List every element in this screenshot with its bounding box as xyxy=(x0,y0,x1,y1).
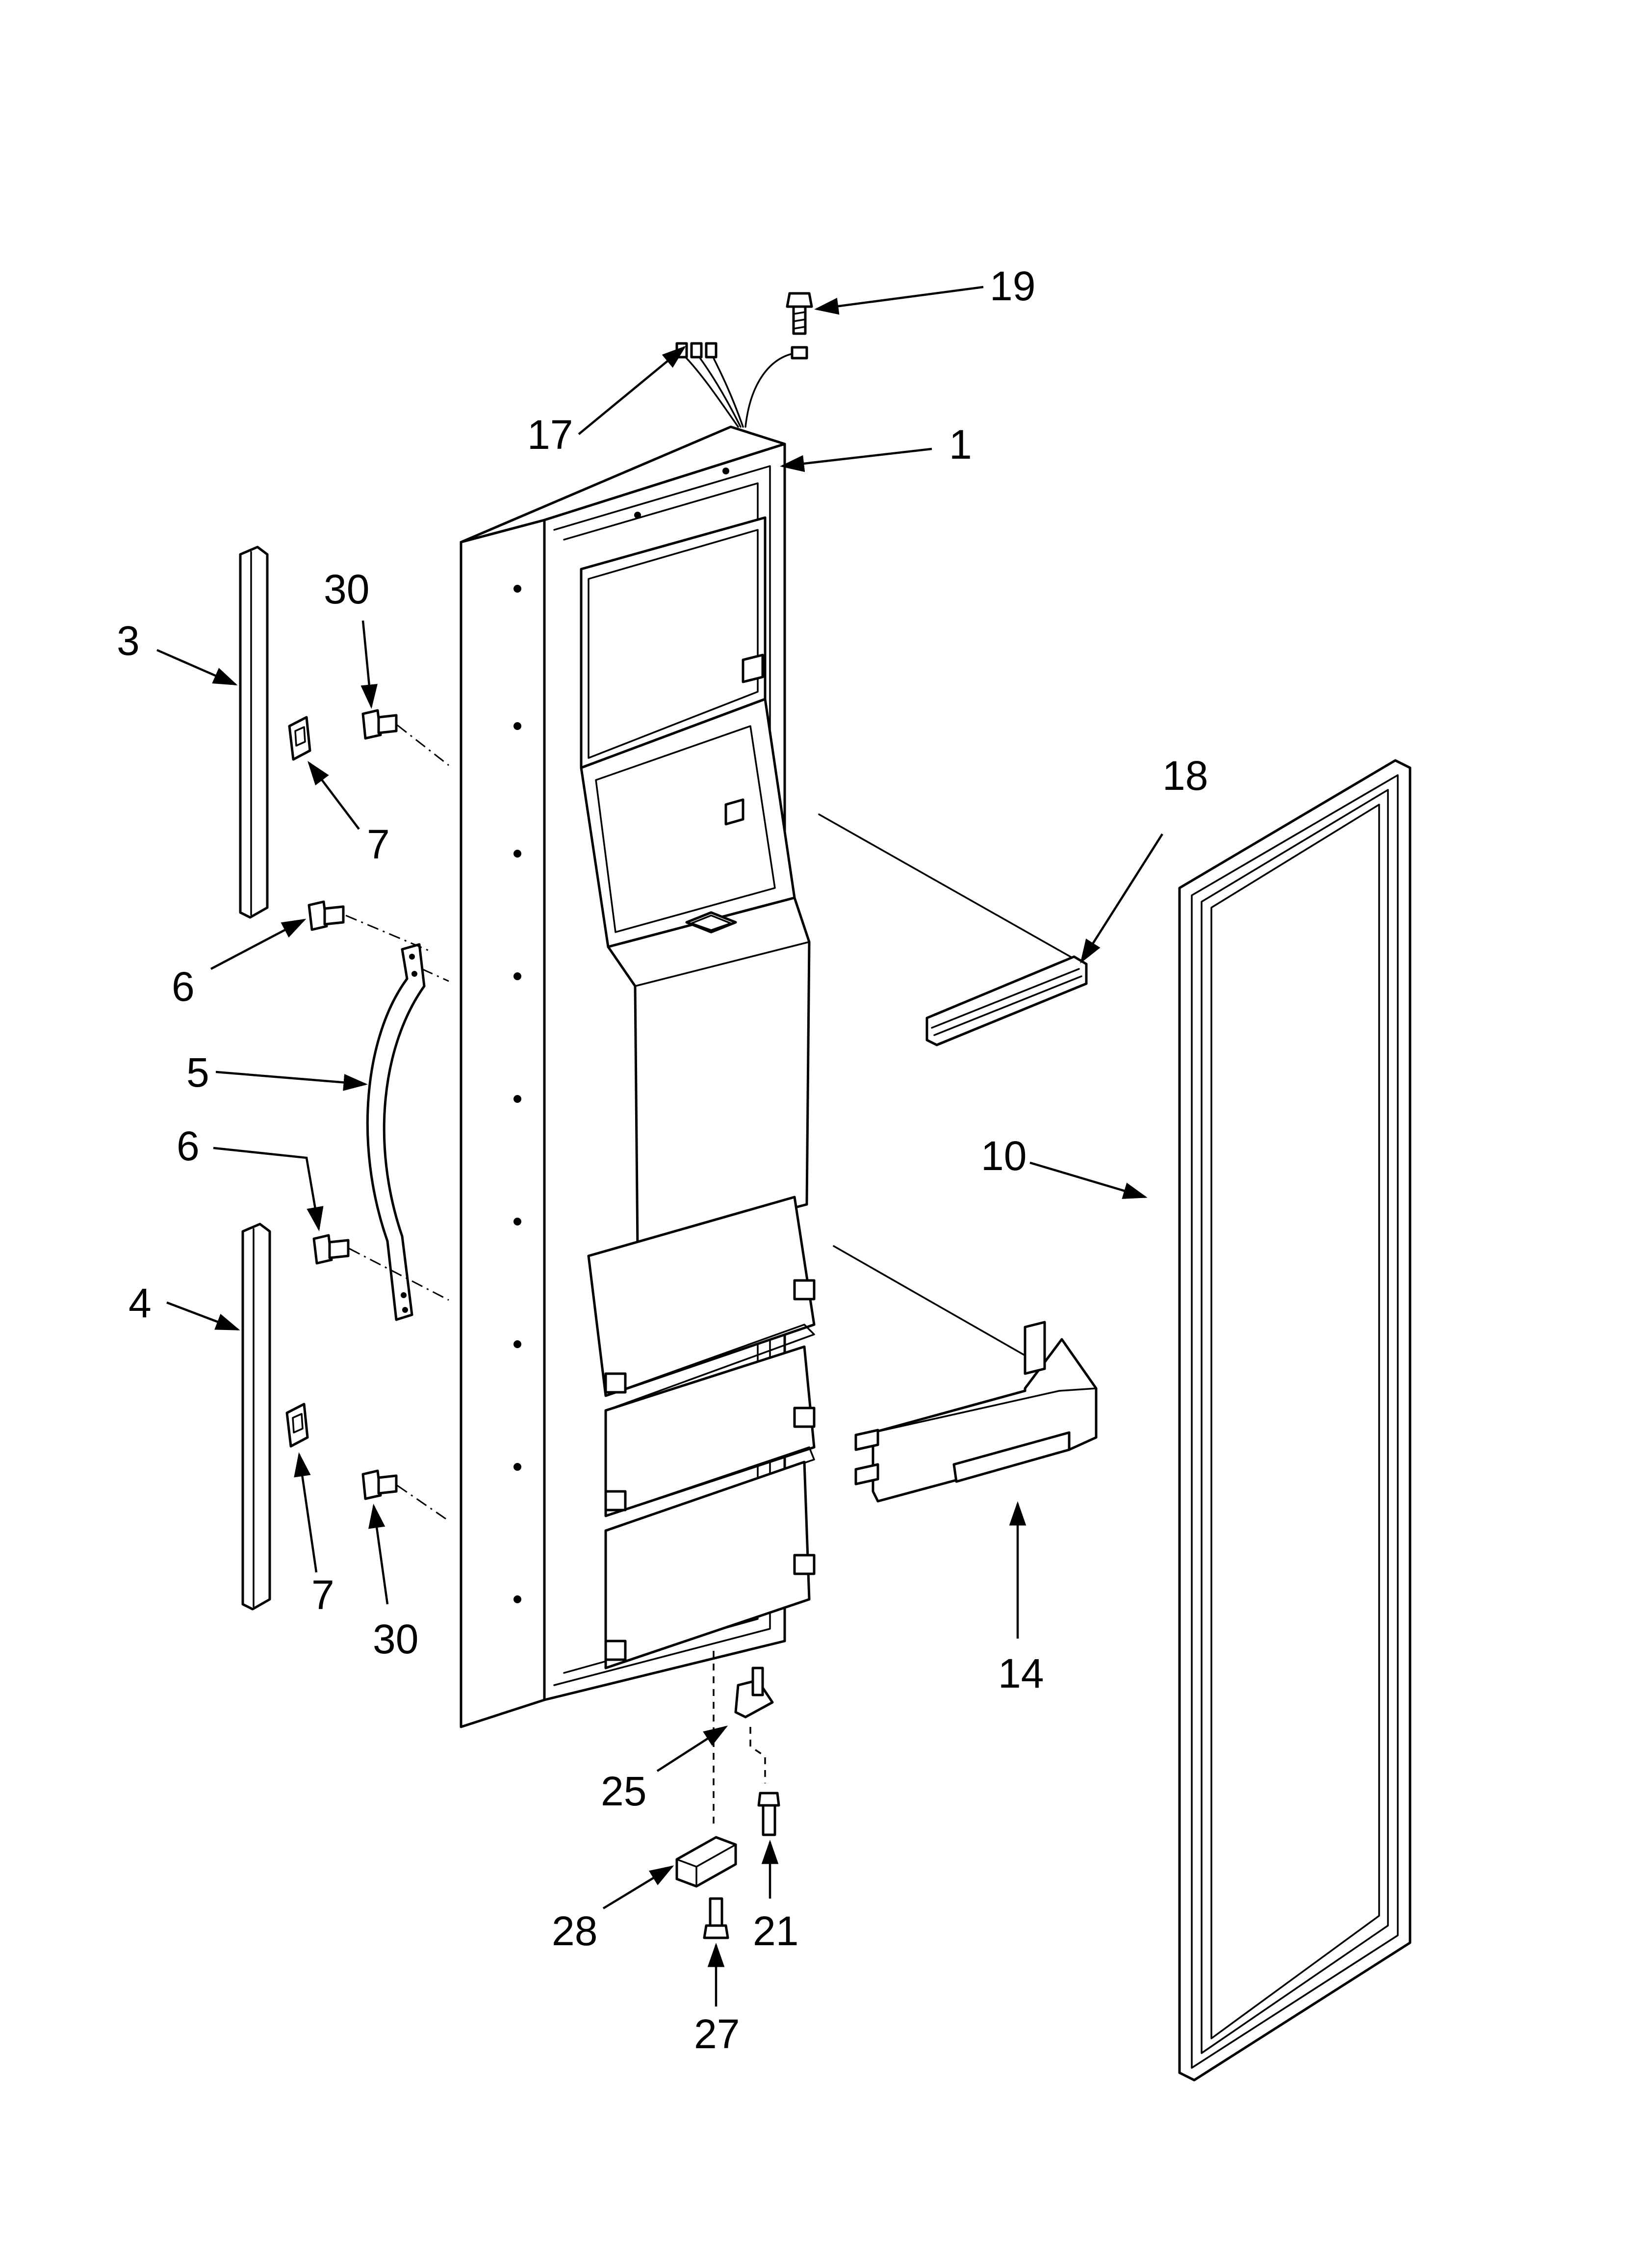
liner-screw-holes xyxy=(513,468,729,1603)
clip-7-lower xyxy=(285,1403,309,1448)
screw-6-lower xyxy=(312,1234,350,1265)
callout-7-upper: 7 xyxy=(367,821,390,867)
callout-10: 10 xyxy=(981,1133,1026,1179)
callout-6-lower: 6 xyxy=(177,1123,200,1169)
callout-14: 14 xyxy=(998,1650,1044,1696)
callout-28: 28 xyxy=(552,1908,597,1954)
screw-30-upper xyxy=(361,709,398,740)
callout-27: 27 xyxy=(694,2011,740,2057)
callout-3: 3 xyxy=(117,618,140,664)
callout-21: 21 xyxy=(753,1908,798,1954)
callout-30-lower: 30 xyxy=(373,1616,418,1662)
wire-harness xyxy=(675,342,808,428)
alignment-lines xyxy=(345,724,449,1522)
door-gasket-10 xyxy=(1178,759,1411,2082)
callout-7-lower: 7 xyxy=(311,1572,334,1618)
screw-19 xyxy=(786,292,813,335)
callout-18: 18 xyxy=(1162,753,1208,799)
hinge-assembly xyxy=(675,1651,780,1939)
callout-1: 1 xyxy=(949,421,972,468)
callout-25: 25 xyxy=(601,1768,646,1814)
callout-19: 19 xyxy=(990,263,1035,309)
screw-6-upper xyxy=(308,900,345,931)
trim-strip-4 xyxy=(241,1223,271,1611)
door-shelves xyxy=(587,1196,816,1669)
callout-labels: 19 17 1 3 30 7 6 5 6 4 7 30 18 10 14 25 … xyxy=(117,263,1208,2057)
door-bin-14 xyxy=(833,1245,1098,1503)
door-panel xyxy=(460,425,816,1728)
callout-17: 17 xyxy=(527,412,573,458)
trim-strip-3 xyxy=(239,546,269,919)
clip-7-upper xyxy=(288,716,311,761)
door-handle xyxy=(366,943,426,1321)
callout-30-upper: 30 xyxy=(324,566,369,612)
callout-5: 5 xyxy=(186,1049,209,1095)
shelf-rail-18 xyxy=(818,813,1088,1046)
screw-30-lower xyxy=(361,1469,398,1500)
callout-4: 4 xyxy=(128,1280,152,1326)
callout-6-upper: 6 xyxy=(172,964,195,1010)
leader-lines xyxy=(156,286,1163,2007)
